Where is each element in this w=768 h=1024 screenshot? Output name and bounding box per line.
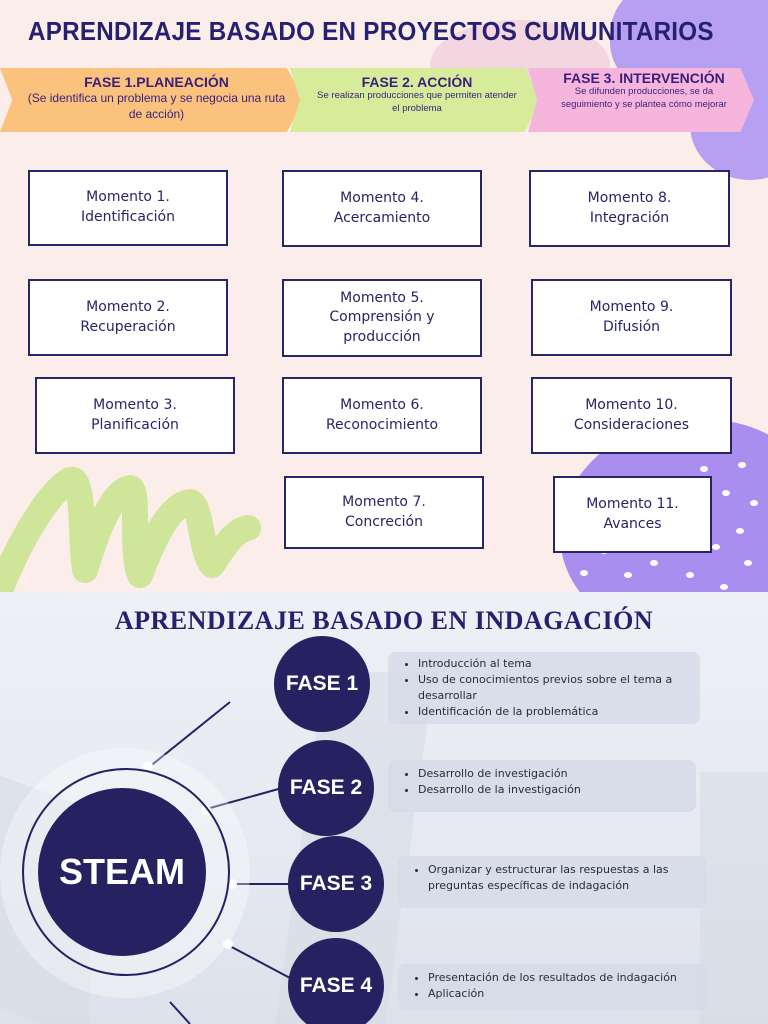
phase-1-details: Introducción al tema Uso de conocimiento…	[388, 652, 700, 724]
moment-box-5: Momento 5. Comprensión y producción	[282, 279, 482, 357]
moment-box-1: Momento 1. Identificación	[28, 170, 228, 246]
phase-heading: FASE 1.PLANEACIÓN	[84, 74, 229, 90]
phase-node-4: FASE 4	[288, 938, 384, 1024]
moment-box-2: Momento 2. Recuperación	[28, 279, 228, 356]
phase-heading: FASE 2. ACCIÓN	[361, 74, 473, 90]
phase-2-item: Desarrollo de investigación	[418, 766, 686, 782]
moment-box-3: Momento 3. Planificación	[35, 377, 235, 454]
phase-arrow-intervencion: FASE 3. INTERVENCIÓN Se difunden producc…	[528, 68, 754, 132]
phase-1-item: Introducción al tema	[418, 656, 690, 672]
background-building	[700, 772, 768, 1024]
phase-description: Se realizan producciones que permiten at…	[317, 90, 517, 114]
moment-box-11: Momento 11. Avances	[553, 476, 712, 553]
moment-box-6: Momento 6. Reconocimiento	[282, 377, 482, 454]
phase-arrow-accion: FASE 2. ACCIÓN Se realizan producciones …	[290, 68, 540, 132]
phase-2-item: Desarrollo de la investigación	[418, 782, 686, 798]
moment-box-4: Momento 4. Acercamiento	[282, 170, 482, 247]
steam-center-node: STEAM	[38, 788, 206, 956]
phase-heading: FASE 3. INTERVENCIÓN	[563, 70, 725, 86]
phase-description: Se difunden producciones, se da seguimie…	[561, 86, 727, 110]
green-scribble-decoration	[0, 467, 261, 592]
steam-ring	[22, 768, 230, 976]
moment-box-10: Momento 10. Consideraciones	[531, 377, 732, 454]
phase-3-details: Organizar y estructurar las respuestas a…	[398, 856, 706, 908]
phase-1-item: Identificación de la problemática	[418, 704, 690, 720]
phase-4-details: Presentación de los resultados de indaga…	[398, 964, 708, 1010]
phase-node-2: FASE 2	[278, 740, 374, 836]
inquiry-section: APRENDIZAJE BASADO EN INDAGACIÓN STEAM F…	[0, 592, 768, 1024]
phase-2-details: Desarrollo de investigación Desarrollo d…	[388, 760, 696, 812]
section-title: APRENDIZAJE BASADO EN INDAGACIÓN	[114, 606, 654, 635]
page-title: APRENDIZAJE BASADO EN PROYECTOS CUMUNITA…	[28, 16, 714, 46]
phase-3-item: Organizar y estructurar las respuestas a…	[428, 862, 696, 894]
moment-box-9: Momento 9. Difusión	[531, 279, 732, 356]
moment-box-8: Momento 8. Integración	[529, 170, 730, 247]
phase-node-1: FASE 1	[274, 636, 370, 732]
phase-1-item: Uso de conocimientos previos sobre el te…	[418, 672, 690, 704]
phase-4-item: Presentación de los resultados de indaga…	[428, 970, 698, 986]
project-section: APRENDIZAJE BASADO EN PROYECTOS CUMUNITA…	[0, 0, 768, 592]
phase-node-3: FASE 3	[288, 836, 384, 932]
phase-description: (Se identifica un problema y se negocia …	[27, 91, 286, 122]
moment-box-7: Momento 7. Concreción	[284, 476, 484, 549]
phase-4-item: Aplicación	[428, 986, 698, 1002]
phase-arrow-planeacion: FASE 1.PLANEACIÓN (Se identifica un prob…	[0, 68, 305, 132]
